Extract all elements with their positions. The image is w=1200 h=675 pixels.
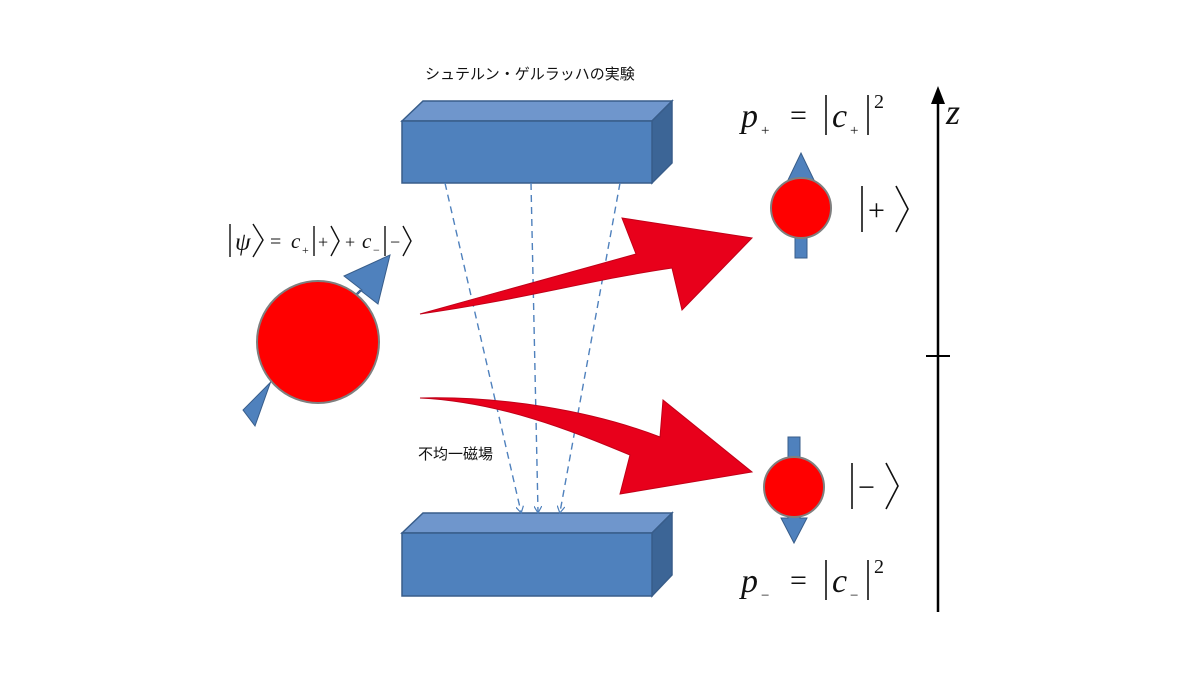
prob-plus-p-sub: + <box>761 123 769 139</box>
diagram-title: シュテルン・ゲルラッハの実験 <box>425 65 635 83</box>
prob-minus-exp: 2 <box>874 556 884 578</box>
z-axis-arrowhead <box>931 86 945 104</box>
prob-minus-equals: = <box>790 564 807 597</box>
ket-up-symbol: + <box>868 194 885 227</box>
top-magnet-top-face <box>400 100 674 122</box>
spin-up-ball <box>770 177 832 239</box>
state-equals: = <box>270 231 281 253</box>
field-lines <box>444 182 621 512</box>
top-magnet <box>400 99 674 185</box>
field-line-right <box>560 182 621 512</box>
coef-c-plus: c <box>291 229 301 253</box>
ket-up-label: + <box>861 185 909 233</box>
ket-minus-symbol: − <box>390 232 400 252</box>
ket-down-symbol: − <box>858 471 875 504</box>
lower-beam-arrow <box>419 397 754 495</box>
field-line-left <box>444 182 521 512</box>
z-axis-label: z <box>945 92 960 132</box>
bottom-magnet-front-face <box>401 532 653 597</box>
prob-plus-equation: p + = c + 2 <box>739 91 884 139</box>
spin-up-particle <box>770 151 832 259</box>
coef-c-minus-sub: − <box>373 243 380 257</box>
prob-plus-c: c <box>832 98 847 135</box>
ket-plus-symbol: + <box>318 232 328 252</box>
prob-minus-c-sub: − <box>850 588 858 604</box>
prob-plus-exp: 2 <box>874 91 884 113</box>
state-equation: ψ = c + + + c − − <box>229 223 412 258</box>
state-plus-operator: + <box>345 232 355 252</box>
coef-c-plus-sub: + <box>302 243 309 257</box>
top-magnet-front-face <box>401 120 653 184</box>
prob-minus-equation: p − = c − 2 <box>739 556 884 604</box>
psi-symbol: ψ <box>235 229 251 256</box>
prob-plus-c-sub: + <box>850 123 858 139</box>
prob-plus-p: p <box>739 98 758 135</box>
prob-minus-c: c <box>832 563 847 600</box>
bottom-magnet <box>400 511 674 598</box>
spin-down-ball <box>763 456 825 518</box>
bottom-magnet-top-face <box>400 512 674 534</box>
prob-minus-p-sub: − <box>761 588 769 604</box>
incoming-particle-ball <box>256 280 380 404</box>
ket-down-label: − <box>851 462 899 510</box>
spin-down-particle <box>763 436 825 545</box>
prob-minus-p: p <box>739 563 758 600</box>
incoming-particle <box>242 254 391 428</box>
field-label: 不均一磁場 <box>418 445 493 463</box>
coef-c-minus: c <box>362 229 372 253</box>
prob-plus-equals: = <box>790 99 807 132</box>
z-axis: z <box>926 86 960 612</box>
upper-beam-arrow <box>419 217 754 315</box>
field-line-center <box>530 182 538 512</box>
